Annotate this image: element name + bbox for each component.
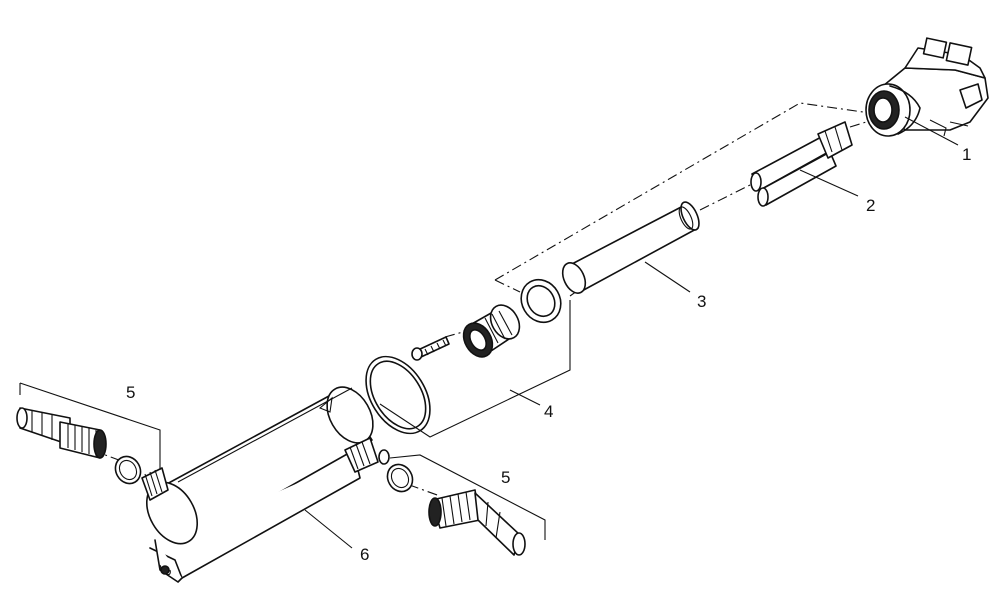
leader-lines [304, 116, 959, 549]
seal-set [365, 278, 571, 438]
label-part-2: 2 [866, 196, 875, 215]
hose-tail-right [386, 454, 546, 556]
housing-spigot-right [344, 437, 390, 473]
housing-spigot-left [141, 467, 169, 501]
uvc-unit-head [865, 37, 989, 137]
label-part-5-left: 5 [126, 383, 135, 402]
uvc-lamp [750, 121, 853, 207]
label-part-3: 3 [697, 292, 706, 311]
label-part-6: 6 [360, 545, 369, 564]
label-part-4: 4 [544, 402, 553, 421]
label-part-5-right: 5 [501, 468, 510, 487]
housing [141, 386, 390, 583]
hose-tail-left [16, 382, 161, 485]
quartz-glass-tube [561, 201, 700, 294]
label-part-1: 1 [962, 145, 971, 164]
